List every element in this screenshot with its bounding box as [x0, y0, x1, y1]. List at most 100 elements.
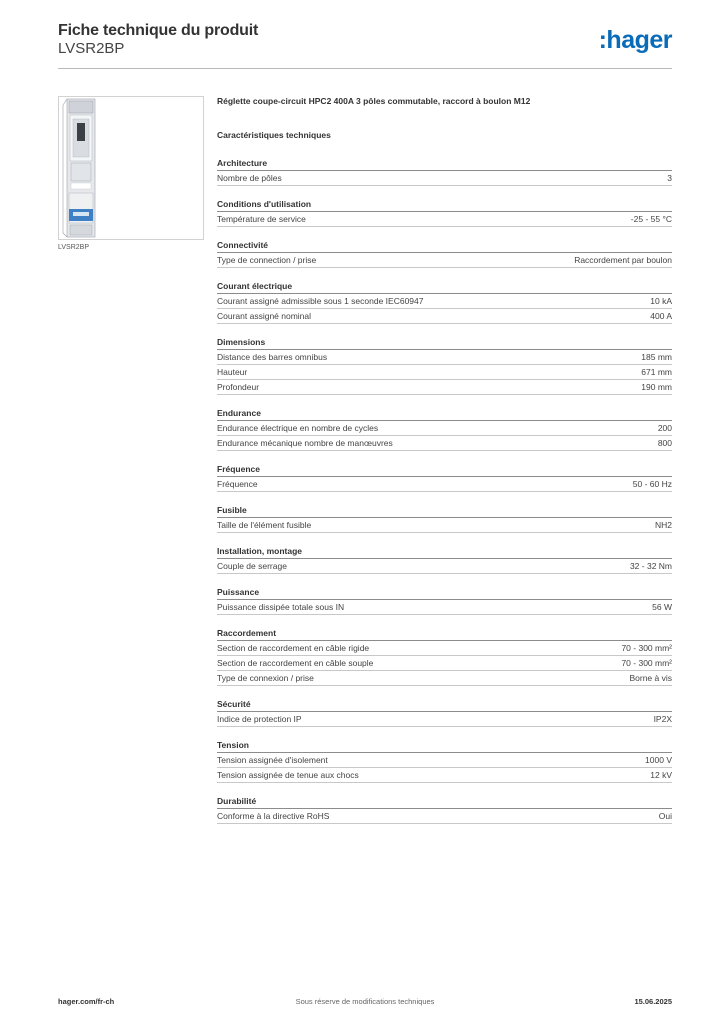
spec-row: Puissance dissipée totale sous IN 56 W: [217, 600, 672, 615]
spec-value: 12 kV: [650, 770, 672, 780]
spec-group-title: Installation, montage: [217, 546, 672, 559]
page-title: Fiche technique du produit: [58, 22, 259, 39]
spec-row: Conforme à la directive RoHS Oui: [217, 809, 672, 824]
product-name: Réglette coupe-circuit HPC2 400A 3 pôles…: [217, 96, 531, 106]
product-reference: LVSR2BP: [58, 40, 125, 57]
spec-label: Conforme à la directive RoHS: [217, 811, 330, 821]
spec-group-title: Conditions d'utilisation: [217, 199, 672, 212]
spec-group-title: Durabilité: [217, 796, 672, 809]
spec-value: 50 - 60 Hz: [632, 479, 672, 489]
spec-value: Raccordement par boulon: [574, 255, 672, 265]
spec-row: Indice de protection IP IP2X: [217, 712, 672, 727]
spec-row: Endurance électrique en nombre de cycles…: [217, 421, 672, 436]
spec-group-title: Puissance: [217, 587, 672, 600]
product-image-caption: LVSR2BP: [58, 244, 89, 251]
spec-group-title: Sécurité: [217, 699, 672, 712]
section-heading: Caractéristiques techniques: [217, 130, 331, 140]
spec-value: IP2X: [653, 714, 672, 724]
spec-group-title: Tension: [217, 740, 672, 753]
spec-label: Section de raccordement en câble souple: [217, 658, 374, 668]
group-spacer: [217, 686, 672, 699]
spec-group-title: Connectivité: [217, 240, 672, 253]
spec-label: Tension assignée de tenue aux chocs: [217, 770, 359, 780]
spec-row: Courant assigné admissible sous 1 second…: [217, 294, 672, 309]
spec-label: Endurance électrique en nombre de cycles: [217, 423, 379, 433]
spec-value: 3: [667, 173, 672, 183]
spec-value: 1000 V: [645, 755, 672, 765]
spec-label: Température de service: [217, 214, 306, 224]
group-spacer: [217, 615, 672, 628]
group-spacer: [217, 395, 672, 408]
spec-value: Oui: [658, 811, 672, 821]
spec-row: Type de connection / prise Raccordement p…: [217, 253, 672, 268]
header-divider: [58, 68, 672, 69]
spec-label: Fréquence: [217, 479, 258, 489]
spec-row: Distance des barres omnibus 185 mm: [217, 350, 672, 365]
spec-label: Courant assigné admissible sous 1 second…: [217, 296, 424, 306]
spec-label: Hauteur: [217, 367, 248, 377]
spec-value: 185 mm: [641, 352, 672, 362]
spec-group-title: Endurance: [217, 408, 672, 421]
spec-value: 32 - 32 Nm: [629, 561, 672, 571]
spec-label: Distance des barres omnibus: [217, 352, 328, 362]
spec-label: Endurance mécanique nombre de manœuvres: [217, 438, 393, 448]
spec-label: Profondeur: [217, 382, 260, 392]
group-spacer: [217, 533, 672, 546]
spec-value: Borne à vis: [629, 673, 672, 683]
spec-group-title: Courant électrique: [217, 281, 672, 294]
spec-value: NH2: [654, 520, 672, 530]
group-spacer: [217, 186, 672, 199]
spec-value: 10 kA: [650, 296, 672, 306]
spec-label: Nombre de pôles: [217, 173, 282, 183]
spec-row: Nombre de pôles 3: [217, 171, 672, 186]
spec-row: Section de raccordement en câble souple 7…: [217, 656, 672, 671]
spec-group-title: Raccordement: [217, 628, 672, 641]
spec-row: Température de service-25 - 55 °C: [217, 212, 672, 227]
group-spacer: [217, 268, 672, 281]
spec-group-title: Fréquence: [217, 464, 672, 477]
spec-row: Fréquence 50 - 60 Hz: [217, 477, 672, 492]
spec-label: Courant assigné nominal: [217, 311, 312, 321]
spec-label: Indice de protection IP: [217, 714, 302, 724]
spec-label: Section de raccordement en câble rigide: [217, 643, 370, 653]
group-spacer: [217, 783, 672, 796]
spec-value: 400 A: [650, 311, 672, 321]
group-spacer: [217, 451, 672, 464]
spec-group-title: Architecture: [217, 158, 672, 171]
spec-label: Tension assignée d'isolement: [217, 755, 328, 765]
spec-group-title: Dimensions: [217, 337, 672, 350]
spec-group-title: Fusible: [217, 505, 672, 518]
group-spacer: [217, 492, 672, 505]
spec-row: Tension assignée d'isolement 1000 V: [217, 753, 672, 768]
group-spacer: [217, 574, 672, 587]
page-header: Fiche technique du produit LVSR2BP :hage…: [58, 22, 673, 68]
spec-label: Puissance dissipée totale sous IN: [217, 602, 345, 612]
product-image-frame: [58, 96, 204, 240]
group-spacer: [217, 227, 672, 240]
spec-value: 70 - 300 mm²: [621, 643, 672, 653]
spec-label: Type de connection / prise: [217, 255, 317, 265]
spec-value: 56 W: [652, 602, 672, 612]
spec-value: 70 - 300 mm²: [621, 658, 672, 668]
group-spacer: [217, 727, 672, 740]
page-footer: hager.com/fr-ch Sous réserve de modifica…: [58, 997, 672, 1009]
spec-value: 190 mm: [641, 382, 672, 392]
spec-sheet: Réglette coupe-circuit HPC2 400A 3 pôles…: [217, 96, 672, 824]
